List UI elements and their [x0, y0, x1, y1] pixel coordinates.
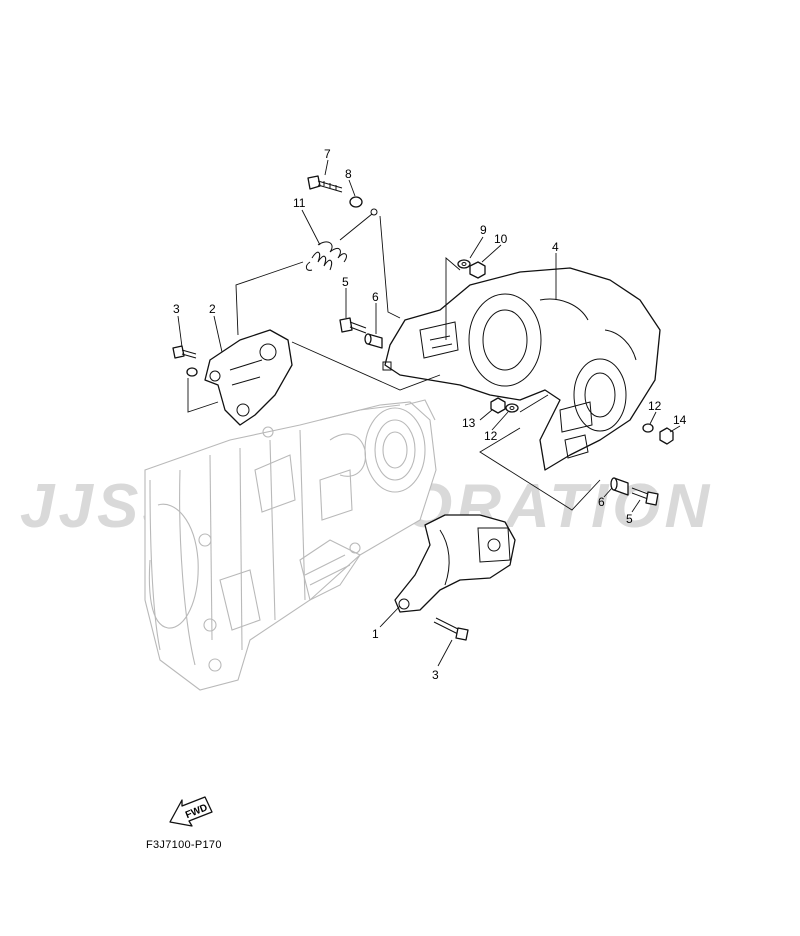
part-5-bolt-lower — [631, 487, 659, 506]
callout-3-lower: 3 — [432, 668, 439, 682]
part-2-bracket — [204, 329, 293, 426]
callout-11: 11 — [293, 196, 306, 210]
part-9-washer — [457, 259, 471, 269]
engine-block — [144, 399, 437, 691]
callout-4: 4 — [552, 240, 559, 254]
callout-14: 14 — [673, 413, 687, 427]
part-14-nut — [659, 427, 674, 445]
part-12-washer-right — [642, 423, 654, 433]
part-13-nut — [490, 397, 506, 414]
callout-10: 10 — [494, 232, 508, 246]
callout-3-upper: 3 — [173, 302, 180, 316]
part-3-bolt-lower — [433, 617, 469, 641]
part-6-collar-upper — [364, 333, 383, 349]
reference-code: F3J7100-P170 — [146, 839, 222, 851]
callout-8: 8 — [345, 167, 352, 181]
callout-13: 13 — [462, 416, 476, 430]
part-6-collar-lower — [610, 477, 629, 496]
callout-1: 1 — [372, 627, 379, 641]
callout-12-right: 12 — [648, 399, 662, 413]
callout-6-upper: 6 — [372, 290, 379, 304]
part-5-bolt-upper — [339, 317, 367, 334]
part-11-spring — [305, 208, 378, 271]
callout-5-lower: 5 — [626, 512, 633, 526]
callout-labels: 7 8 11 9 10 4 5 6 3 2 13 12 12 14 6 5 1 … — [173, 147, 687, 682]
callout-7: 7 — [324, 147, 331, 161]
callout-9: 9 — [480, 223, 487, 237]
assembly-guide-lines — [187, 215, 601, 511]
fwd-arrow-icon: FWD — [169, 796, 213, 827]
part-3-bolt-upper — [172, 345, 198, 377]
part-1-lower-mount — [394, 514, 516, 613]
callout-5-upper: 5 — [342, 275, 349, 289]
part-7-bolt — [307, 175, 343, 193]
part-8-collar — [349, 196, 363, 208]
leader-lines — [177, 159, 681, 667]
part-10-nut — [469, 261, 486, 279]
callout-12-left: 12 — [484, 429, 498, 443]
part-4-mount-housing — [382, 267, 661, 471]
part-12-washer-left — [505, 403, 519, 413]
callout-6-lower: 6 — [598, 495, 605, 509]
callout-2: 2 — [209, 302, 216, 316]
